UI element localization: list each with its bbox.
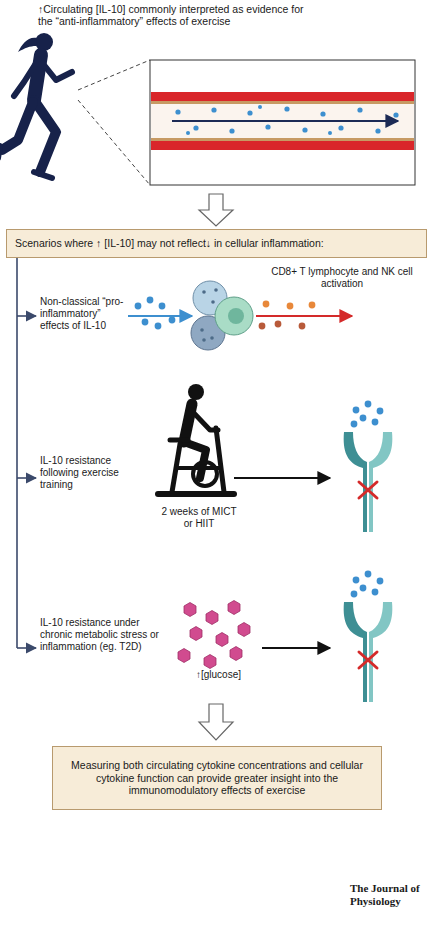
il10-dots xyxy=(135,297,176,330)
signal-arrow xyxy=(256,315,352,317)
heading-text: ↑Circulating [IL-10] commonly interprete… xyxy=(38,3,313,28)
il10-receptor xyxy=(344,602,393,702)
glucose-hexagons xyxy=(178,601,250,669)
signal-arrow xyxy=(128,315,192,317)
training-label: 2 weeks of MICT or HIIT xyxy=(158,506,240,530)
branch-bracket xyxy=(17,258,36,648)
scenario-band: Scenarios where ↑ [IL-10] may not reflec… xyxy=(6,229,427,258)
cell-label: CD8+ T lymphocyte and NK cell activation xyxy=(262,266,422,290)
il10-receptor xyxy=(344,432,393,532)
immune-cells xyxy=(191,281,253,350)
signal-arrow xyxy=(262,647,330,649)
scenario-text: IL-10 resistance under chronic metabolic… xyxy=(40,617,172,652)
zoom-leader xyxy=(78,60,150,185)
box-text: Measuring both circulating cytokine conc… xyxy=(63,759,371,796)
hollow-arrow xyxy=(199,194,233,226)
bike-silhouette xyxy=(158,384,234,494)
glucose-label: ↑[glucose] xyxy=(196,669,266,681)
journal-logo: The Journal of Physiology xyxy=(350,882,424,908)
runner-silhouette xyxy=(0,33,72,178)
signal-arrow xyxy=(234,477,330,479)
conclusion-box: Measuring both circulating cytokine conc… xyxy=(52,746,382,810)
scenario-text: Non-classical “pro-inflammatory” effects… xyxy=(40,296,132,331)
scenario-text: IL-10 resistance following exercise trai… xyxy=(40,455,148,490)
il10-dots xyxy=(351,571,384,598)
il10-dots xyxy=(351,401,384,428)
blood-vessel-inset xyxy=(150,60,415,185)
box-text: Scenarios where ↑ [IL-10] may not reflec… xyxy=(15,237,418,249)
hollow-arrow xyxy=(199,704,233,740)
